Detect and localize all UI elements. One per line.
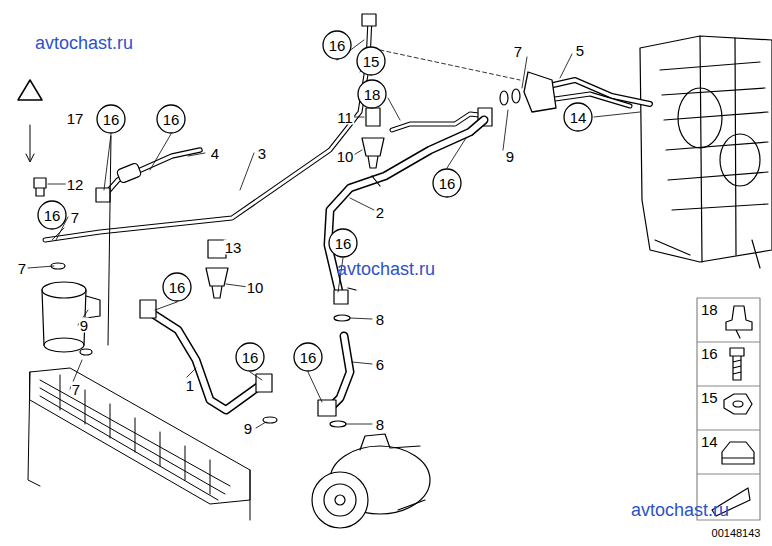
part-number: 12: [66, 177, 85, 192]
callout-number: 18: [364, 87, 381, 102]
callout-circle: 16: [162, 272, 192, 302]
part-number: 9: [243, 421, 253, 436]
part-number: 5: [575, 43, 585, 58]
leader-line: [28, 40, 640, 428]
callout-circle: 16: [156, 104, 186, 134]
part-number: 7: [513, 44, 523, 59]
part-number: 9: [79, 318, 89, 333]
part-number: 13: [224, 240, 243, 255]
callout-number: 16: [300, 350, 317, 365]
part-number: 11: [336, 110, 354, 125]
part-number: 1: [185, 378, 195, 393]
callout-circle: 16: [432, 168, 462, 198]
callout-circle: 15: [356, 46, 386, 76]
callout-number: 16: [439, 176, 456, 191]
callout-circle: 16: [235, 342, 265, 372]
callout-circle: 16: [293, 342, 323, 372]
part-number: 3: [257, 146, 267, 161]
callout-number: 16: [44, 208, 61, 223]
callout-number: 16: [701, 346, 718, 361]
diagram-number: 00148143: [711, 528, 762, 539]
legend-box: 16: [697, 342, 760, 386]
watermark: avtochast.ru: [34, 34, 134, 52]
legend-box: 18: [697, 298, 760, 342]
part-number: 8: [375, 312, 385, 327]
callout-number: 16: [103, 112, 120, 127]
callout-number: 16: [163, 112, 180, 127]
part-number: 7: [71, 382, 81, 397]
callout-number: 18: [701, 302, 718, 317]
part-number: 7: [70, 210, 80, 225]
callout-number: 16: [329, 38, 346, 53]
fastener-icons: [697, 298, 760, 520]
callout-number: 16: [169, 280, 186, 295]
callout-number: 14: [701, 434, 718, 449]
callout-circle: 16: [37, 200, 67, 230]
callout-number: 16: [242, 350, 259, 365]
callout-number: 16: [335, 236, 352, 251]
receiver-drier: [42, 263, 100, 355]
callout-circle: 14: [563, 102, 593, 132]
part-number: 8: [375, 417, 385, 432]
part-number: 10: [336, 149, 355, 164]
callout-number: 15: [701, 390, 718, 405]
part-number: 4: [210, 146, 220, 161]
watermark: avtochast.ru: [630, 501, 730, 519]
callout-circle: 16: [322, 30, 352, 60]
callout-number: 14: [570, 110, 587, 125]
part-number: 17: [66, 111, 85, 126]
callout-circle: 18: [357, 79, 387, 109]
part-number: 9: [505, 149, 515, 164]
callout-number: 15: [363, 54, 380, 69]
part-number: 10: [246, 280, 265, 295]
evaporator: [640, 36, 772, 268]
callout-circle: 16: [96, 104, 126, 134]
callout-circle: 16: [328, 228, 358, 258]
part-number: 6: [375, 357, 385, 372]
compressor: [312, 434, 430, 528]
part-number: 2: [375, 205, 385, 220]
legend-box: 15: [697, 386, 760, 430]
watermark: avtochast.ru: [336, 260, 436, 278]
legend-box: 14: [697, 430, 760, 474]
condenser: [28, 368, 250, 520]
part-number: 7: [17, 261, 27, 276]
